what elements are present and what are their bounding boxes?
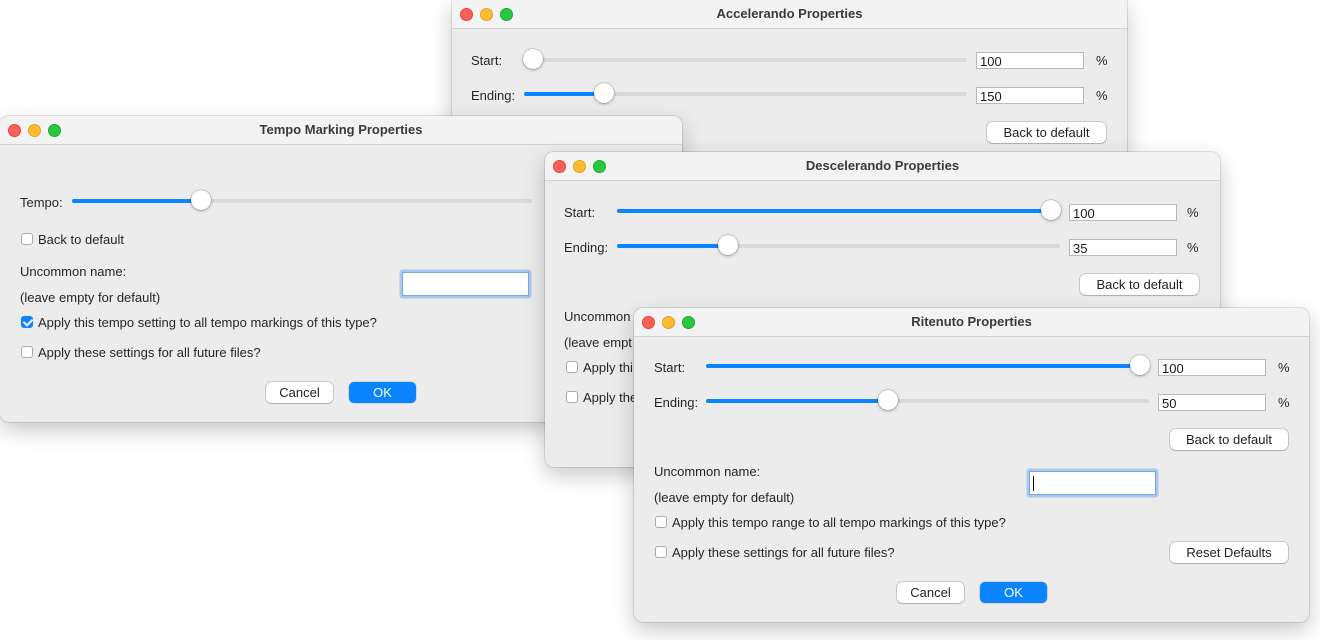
tempo-label: Tempo:: [20, 195, 63, 210]
cancel-button[interactable]: Cancel: [897, 582, 964, 603]
ending-slider-thumb[interactable]: [877, 390, 898, 410]
start-slider-fill: [617, 209, 1052, 213]
apply-all-label: Apply this tempo setting to all tempo ma…: [38, 315, 377, 330]
ending-unit: %: [1187, 240, 1199, 255]
start-slider-thumb[interactable]: [522, 49, 543, 69]
cancel-button[interactable]: Cancel: [266, 382, 333, 403]
zoom-icon[interactable]: [593, 160, 606, 173]
tempo-slider[interactable]: [72, 190, 532, 210]
ending-slider-thumb[interactable]: [593, 83, 614, 103]
start-label: Start:: [564, 205, 596, 220]
apply-all-checkbox[interactable]: [566, 361, 578, 373]
start-slider-thumb[interactable]: [1130, 355, 1151, 375]
apply-all-checkbox[interactable]: [655, 516, 667, 528]
apply-future-checkbox[interactable]: [655, 546, 667, 558]
close-icon[interactable]: [553, 160, 566, 173]
apply-future-label: Apply these settings for all future file…: [672, 545, 895, 560]
back-to-default-button[interactable]: Back to default: [987, 122, 1106, 143]
ritenuto-window: Ritenuto Properties Start: 100 % Ending:…: [634, 308, 1309, 622]
window-title: Ritenuto Properties: [911, 314, 1032, 329]
uncommon-name-label: Uncommon: [564, 309, 631, 324]
tempo-slider-thumb[interactable]: [190, 190, 211, 210]
checkmark-icon: [22, 316, 34, 327]
minimize-icon[interactable]: [662, 316, 675, 329]
zoom-icon[interactable]: [682, 316, 695, 329]
back-to-default-checkbox[interactable]: [21, 233, 33, 245]
ending-value-field[interactable]: 35: [1069, 239, 1177, 256]
apply-future-label: Apply these settings for all future file…: [38, 345, 261, 360]
back-to-default-button[interactable]: Back to default: [1170, 429, 1288, 450]
ending-unit: %: [1278, 395, 1290, 410]
ok-button[interactable]: OK: [349, 382, 416, 403]
uncommon-name-input[interactable]: [402, 272, 529, 296]
uncommon-name-label: Uncommon name:: [20, 264, 127, 279]
start-label: Start:: [654, 360, 686, 375]
close-icon[interactable]: [460, 8, 473, 21]
ending-slider-fill: [617, 244, 728, 248]
apply-all-label: Apply thi: [583, 360, 633, 375]
start-unit: %: [1278, 360, 1290, 375]
uncommon-name-label: Uncommon name:: [654, 464, 761, 479]
accelerando-titlebar: Accelerando Properties: [452, 0, 1127, 29]
close-icon[interactable]: [642, 316, 655, 329]
start-slider[interactable]: [617, 200, 1062, 220]
minimize-icon[interactable]: [480, 8, 493, 21]
ending-label: Ending:: [654, 395, 699, 410]
ending-slider[interactable]: [706, 390, 1149, 410]
window-title: Accelerando Properties: [716, 6, 863, 21]
ending-slider[interactable]: [617, 235, 1060, 255]
window-title: Descelerando Properties: [805, 158, 960, 173]
ending-slider-thumb[interactable]: [717, 235, 738, 255]
start-slider[interactable]: [706, 355, 1151, 375]
uncommon-name-input[interactable]: [1029, 471, 1156, 495]
tempo-slider-fill: [72, 199, 201, 203]
apply-future-label: Apply the: [583, 390, 638, 405]
start-unit: %: [1096, 53, 1108, 68]
reset-defaults-button[interactable]: Reset Defaults: [1170, 542, 1288, 563]
ending-slider-fill: [706, 399, 888, 403]
start-slider[interactable]: [522, 49, 967, 69]
descelerando-titlebar: Descelerando Properties: [545, 152, 1220, 181]
ending-unit: %: [1096, 88, 1108, 103]
start-unit: %: [1187, 205, 1199, 220]
apply-all-label: Apply this tempo range to all tempo mark…: [672, 515, 1006, 530]
minimize-icon[interactable]: [28, 124, 41, 137]
apply-future-checkbox[interactable]: [566, 391, 578, 403]
start-label: Start:: [471, 53, 503, 68]
close-icon[interactable]: [8, 124, 21, 137]
zoom-icon[interactable]: [48, 124, 61, 137]
back-to-default-button[interactable]: Back to default: [1080, 274, 1199, 295]
ending-value-field[interactable]: 150: [976, 87, 1084, 104]
start-value-field[interactable]: 100: [976, 52, 1084, 69]
window-title: Tempo Marking Properties: [259, 122, 423, 137]
apply-all-checkbox[interactable]: [21, 316, 34, 328]
uncommon-name-hint: (leave empty for default): [20, 290, 161, 305]
uncommon-name-hint: (leave empty for default): [654, 490, 795, 505]
ending-slider-fill: [524, 92, 604, 96]
ending-value-field[interactable]: 50: [1158, 394, 1266, 411]
ending-label: Ending:: [471, 88, 516, 103]
start-value-field[interactable]: 100: [1069, 204, 1177, 221]
ending-slider[interactable]: [524, 83, 967, 103]
start-value-field[interactable]: 100: [1158, 359, 1266, 376]
minimize-icon[interactable]: [573, 160, 586, 173]
ending-label: Ending:: [564, 240, 609, 255]
zoom-icon[interactable]: [500, 8, 513, 21]
back-to-default-label: Back to default: [38, 232, 124, 247]
text-caret: [1033, 476, 1034, 491]
start-slider-thumb[interactable]: [1041, 200, 1062, 220]
start-slider-fill: [706, 364, 1141, 368]
tempo-titlebar: Tempo Marking Properties: [0, 116, 682, 145]
ok-button[interactable]: OK: [980, 582, 1047, 603]
apply-future-checkbox[interactable]: [21, 346, 33, 358]
uncommon-name-hint: (leave empt: [564, 335, 632, 350]
ritenuto-titlebar: Ritenuto Properties: [634, 308, 1309, 337]
